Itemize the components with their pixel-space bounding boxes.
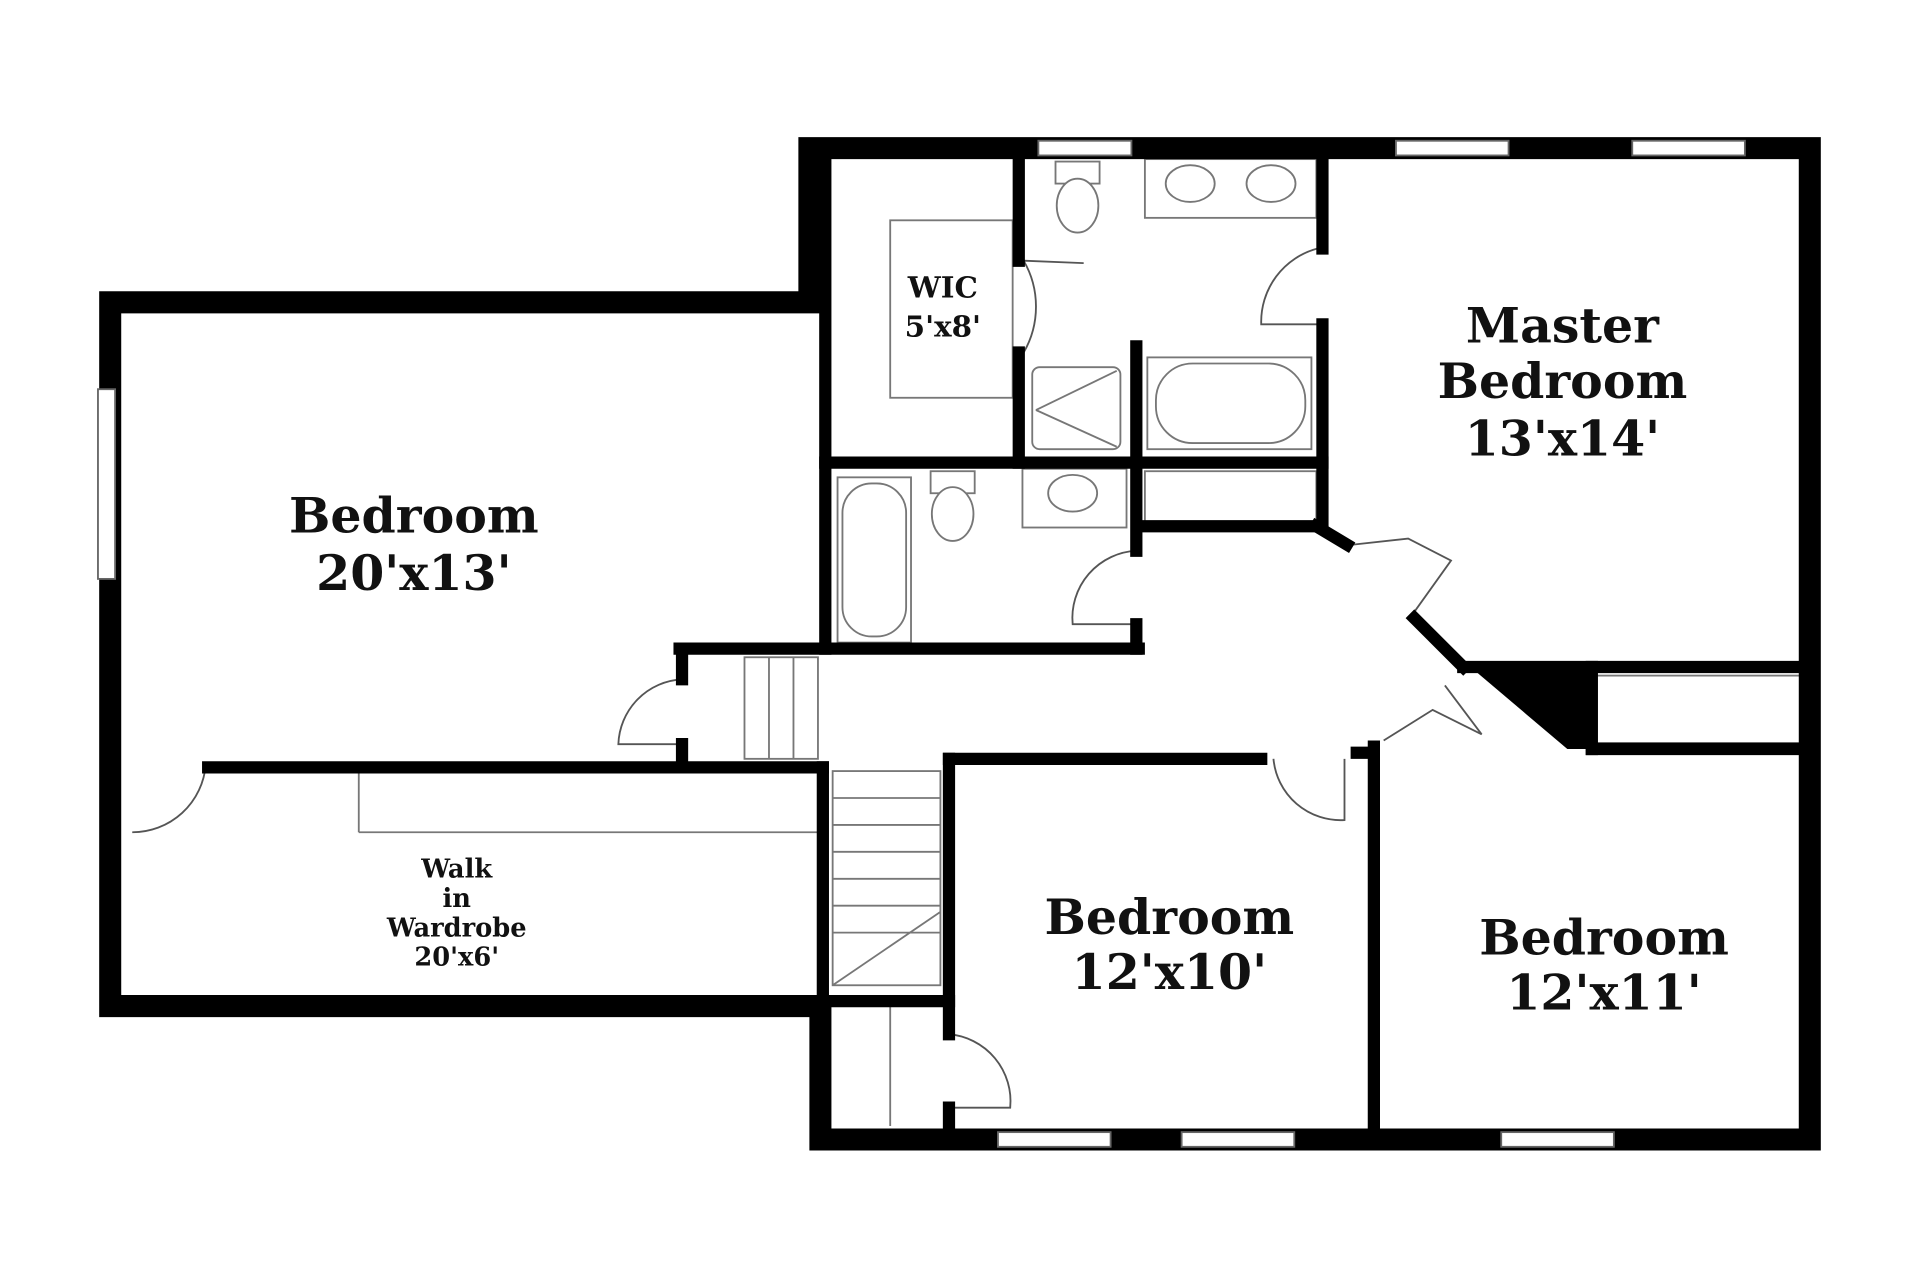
room-size: 20'x13'	[316, 544, 511, 602]
shower-drain-line	[1035, 370, 1118, 411]
chase	[1463, 660, 1592, 750]
window	[997, 1131, 1112, 1148]
door-swing	[132, 764, 207, 834]
doors	[132, 247, 1483, 1109]
sink-icon	[1164, 164, 1216, 203]
door-swing	[617, 678, 683, 746]
sink-icon	[1245, 164, 1297, 203]
door-swing	[1260, 247, 1318, 326]
room-size: 13'x14'	[1465, 409, 1660, 467]
room-size: 20'x6'	[414, 943, 499, 973]
closet	[1590, 674, 1801, 744]
toilet-icon	[1055, 177, 1100, 234]
window	[1631, 139, 1746, 157]
door-swing	[948, 1033, 1012, 1109]
door-swing	[1022, 259, 1084, 353]
room-size: 12'x10'	[1072, 943, 1267, 1001]
bathtub-basin	[841, 482, 908, 638]
door-swing	[1272, 758, 1346, 822]
stair-treads	[832, 797, 941, 987]
room-name: Bedroom	[1045, 888, 1295, 946]
room-name: Bedroom	[289, 486, 539, 544]
room-name: Master	[1466, 297, 1660, 355]
window	[1500, 1131, 1615, 1148]
window	[1037, 139, 1133, 157]
double-door-swing	[1352, 537, 1483, 742]
windows	[97, 139, 1746, 1148]
fixtures	[357, 158, 1801, 1127]
stairs-upper	[743, 656, 819, 760]
interior-wall	[1405, 609, 1472, 676]
window	[1180, 1131, 1296, 1148]
room-name: Bedroom	[1479, 909, 1729, 967]
linen-closet	[1143, 470, 1318, 528]
master-bathtub-basin	[1155, 362, 1307, 444]
door-swing	[1071, 549, 1137, 626]
toilet-icon	[930, 486, 975, 542]
sink-icon	[1047, 473, 1099, 513]
window	[97, 388, 117, 580]
room-name: Wardrobe	[386, 913, 527, 943]
window	[1395, 139, 1510, 157]
room-size: 5'x8'	[905, 309, 981, 344]
room-name: Walk	[420, 855, 493, 885]
wic-shelf	[889, 219, 1014, 399]
shower-icon	[1031, 366, 1122, 451]
room-name: WIC	[907, 269, 978, 304]
room-size: 12'x11'	[1506, 964, 1701, 1022]
room-name: Bedroom	[1438, 352, 1688, 410]
shower-drain-line	[1035, 409, 1118, 448]
room-name: in	[443, 884, 472, 914]
